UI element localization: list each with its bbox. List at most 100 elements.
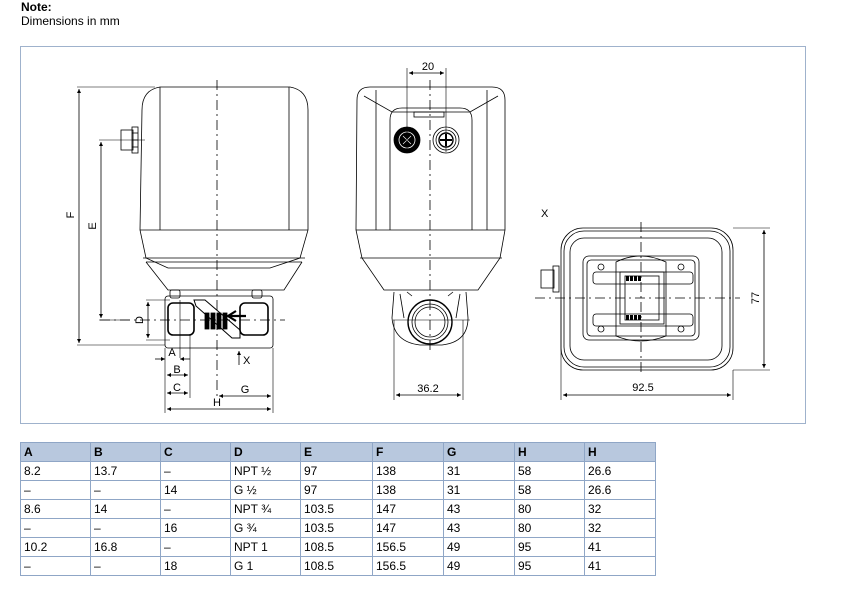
table-cell: 31 [443, 461, 515, 481]
table-cell: 14 [90, 499, 161, 519]
table-cell: G ½ [230, 480, 301, 500]
column-header: A [20, 442, 91, 462]
front-housing [355, 86, 506, 291]
label-connector-spacing: 20 [422, 61, 434, 73]
table-cell: 10.2 [20, 537, 91, 557]
label-C: C [173, 382, 181, 394]
table-cell: 43 [443, 518, 515, 538]
label-width: 92.5 [632, 382, 653, 394]
table-cell: 43 [443, 499, 515, 519]
side-view-labels: F E D A B C G H X [65, 211, 251, 409]
column-header: G [443, 442, 515, 462]
table-cell: 95 [514, 556, 585, 576]
note-text: Dimensions in mm [21, 14, 120, 28]
table-cell: 58 [514, 480, 585, 500]
column-header: H [514, 442, 585, 462]
label-H: H [213, 397, 221, 409]
spring-icon [626, 276, 641, 320]
label-G: G [241, 384, 250, 396]
column-header: E [300, 442, 373, 462]
table-cell: 26.6 [584, 480, 656, 500]
table-cell: – [160, 461, 231, 481]
table-cell: 80 [514, 518, 585, 538]
front-view [355, 68, 506, 400]
table-cell: 138 [372, 480, 444, 500]
table-cell: 13.7 [90, 461, 161, 481]
label-D: D [134, 316, 146, 324]
table-cell: 14 [160, 480, 231, 500]
table-cell: 58 [514, 461, 585, 481]
table-cell: 138 [372, 461, 444, 481]
table-cell: – [20, 518, 91, 538]
table-cell: 41 [584, 556, 656, 576]
table-cell: 49 [443, 556, 515, 576]
column-header: C [160, 442, 231, 462]
table-cell: – [90, 518, 161, 538]
table-cell: 18 [160, 556, 231, 576]
bottom-connector-icon [540, 265, 560, 293]
table-cell: 147 [372, 518, 444, 538]
table-cell: 32 [584, 518, 656, 538]
label-B: B [173, 364, 180, 376]
table-cell: 97 [300, 461, 373, 481]
table-cell: 49 [443, 537, 515, 557]
status-led-bar [413, 111, 445, 118]
table-cell: – [160, 537, 231, 557]
table-cell: 41 [584, 537, 656, 557]
table-cell: 8.2 [20, 461, 91, 481]
side-view [77, 80, 309, 413]
column-header: F [372, 442, 444, 462]
bottom-view-labels: X 92.5 77 [541, 208, 762, 394]
table-cell: NPT ½ [230, 461, 301, 481]
table-cell: – [160, 499, 231, 519]
table-cell: NPT ¾ [230, 499, 301, 519]
table-cell: – [90, 556, 161, 576]
table-cell: 108.5 [300, 556, 373, 576]
table-cell: 80 [514, 499, 585, 519]
table-cell: 16.8 [90, 537, 161, 557]
column-header: B [90, 442, 161, 462]
table-cell: 147 [372, 499, 444, 519]
table-cell: 32 [584, 499, 656, 519]
table-cell: 156.5 [372, 556, 444, 576]
label-X: X [243, 355, 251, 367]
table-cell: 103.5 [300, 518, 373, 538]
table-cell: G ¾ [230, 518, 301, 538]
label-F: F [65, 211, 77, 218]
table-cell: 26.6 [584, 461, 656, 481]
label-pipe-width: 36.2 [417, 383, 438, 395]
front-view-labels: 20 36.2 [417, 61, 438, 395]
column-header: D [230, 442, 301, 462]
table-cell: 8.6 [20, 499, 91, 519]
valve-front [391, 291, 469, 346]
label-E: E [87, 222, 99, 229]
table-cell: 108.5 [300, 537, 373, 557]
drawing-frame [20, 46, 806, 424]
valve-body [164, 289, 274, 349]
table-cell: – [20, 556, 91, 576]
actuator-housing [139, 86, 309, 269]
table-cell: G 1 [230, 556, 301, 576]
table-cell: 16 [160, 518, 231, 538]
table-cell: 156.5 [372, 537, 444, 557]
technical-drawing: F E D A B C G H X [65, 61, 770, 413]
note-title: Note: [21, 0, 52, 14]
label-depth: 77 [750, 292, 762, 304]
column-header: H [584, 442, 656, 462]
table-cell: – [90, 480, 161, 500]
table-cell: NPT 1 [230, 537, 301, 557]
bottom-view [535, 222, 770, 400]
label-view-x: X [541, 208, 549, 220]
table-cell: 95 [514, 537, 585, 557]
table-cell: 31 [443, 480, 515, 500]
label-A: A [168, 347, 176, 359]
table-cell: 97 [300, 480, 373, 500]
